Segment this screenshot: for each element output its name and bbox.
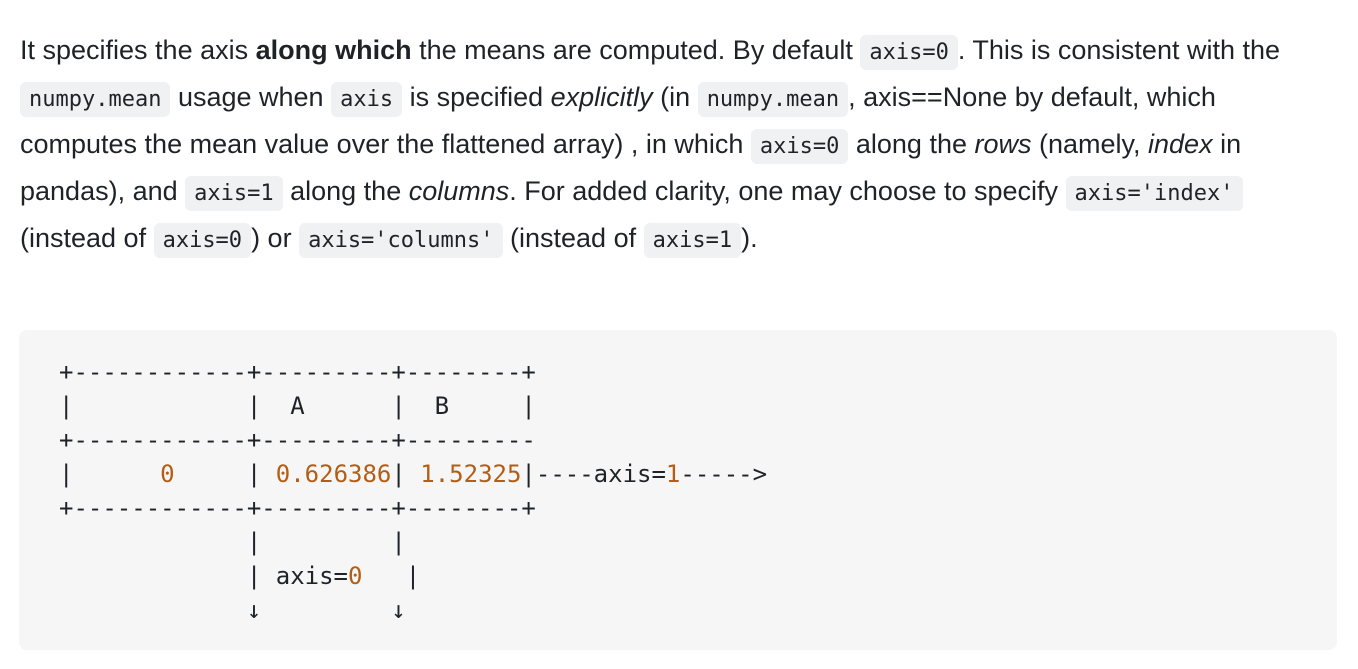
axis-0-number: 0 — [347, 562, 363, 590]
text-span: ) or — [251, 223, 300, 253]
text-span: (instead of — [502, 223, 644, 253]
text-span: It specifies the axis — [20, 35, 256, 65]
text-span: (instead of — [20, 223, 154, 253]
ascii-table-diagram: +------------+---------+--------+ | | A … — [59, 355, 767, 627]
bold-text: along which — [255, 35, 412, 65]
inline-code: axis=0 — [750, 129, 849, 164]
code-line: ↓ ↓ — [59, 596, 406, 624]
row-index-number: 0 — [160, 460, 175, 488]
inline-code: axis=1 — [185, 176, 283, 211]
inline-code: axis='index' — [1065, 176, 1243, 211]
italic-text: index — [1148, 129, 1213, 159]
italic-text: rows — [974, 129, 1032, 159]
inline-code: axis='columns' — [299, 223, 503, 258]
italic-text: explicitly — [550, 82, 653, 112]
code-text: | — [59, 460, 161, 488]
code-text: |----axis= — [521, 460, 666, 488]
text-span: in pandas), and — [20, 129, 1242, 206]
code-line: +------------+---------+--------+ — [59, 358, 536, 386]
text-span: (namely, — [1031, 129, 1149, 159]
code-line: | | — [59, 528, 406, 556]
inline-code: numpy.mean — [20, 82, 171, 117]
inline-code: numpy.mean — [697, 82, 849, 117]
inline-code: axis — [331, 82, 403, 117]
code-block: +------------+---------+--------+ | | A … — [19, 330, 1337, 650]
explanation-paragraph: It specifies the axis along which the me… — [20, 28, 1338, 263]
text-span: usage when — [170, 82, 332, 112]
text-span: . For added clarity, one may choose to s… — [509, 176, 1066, 206]
text-span: the means are computed. By default — [411, 35, 861, 65]
code-text: | — [362, 562, 421, 590]
code-text: | — [391, 460, 421, 488]
axis-1-number: 1 — [665, 460, 681, 488]
text-span: ). — [741, 223, 758, 253]
code-line: | | A | B | — [59, 392, 536, 420]
inline-code: axis=0 — [153, 223, 252, 258]
value-a-number: 0.626386 — [275, 460, 392, 488]
text-span: (in — [652, 82, 698, 112]
text-span: along the — [848, 129, 975, 159]
italic-text: columns — [408, 176, 510, 206]
inline-code: axis=1 — [643, 223, 742, 258]
code-text: | axis= — [59, 562, 348, 590]
text-span: is specified — [402, 82, 551, 112]
value-b-number: 1.52325 — [420, 460, 522, 488]
text-span: . This is consistent with the — [957, 35, 1281, 65]
inline-code: axis=0 — [860, 35, 958, 70]
code-line: +------------+---------+--------- — [59, 426, 536, 454]
code-text: | — [174, 460, 276, 488]
text-span: along the — [282, 176, 409, 206]
text-span: , axis==None by default, which computes … — [20, 82, 1216, 159]
code-text: -----> — [680, 460, 768, 488]
code-line: +------------+---------+--------+ — [59, 494, 536, 522]
